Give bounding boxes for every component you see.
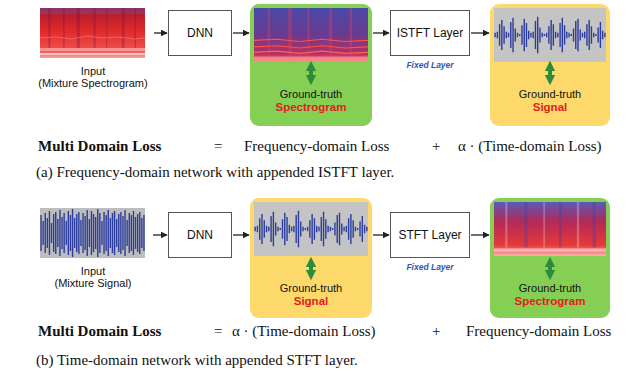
flow-arrow <box>233 234 249 235</box>
compare-arrow <box>309 262 313 275</box>
flow-arrow <box>471 32 489 33</box>
target-domain: Signal <box>533 101 568 114</box>
subfigure-caption: (b) Time-domain network with appended ST… <box>36 351 358 369</box>
flow-arrow <box>153 234 167 235</box>
layer-name: ISTFT Layer <box>397 26 463 41</box>
compare-arrow <box>548 66 552 80</box>
flow-arrow <box>471 234 489 235</box>
loss-term: α · (Time-domain Loss) <box>458 137 602 155</box>
target-domain: Spectrogram <box>515 295 586 308</box>
input-label: Input <box>81 65 105 77</box>
mixture-signal <box>40 208 145 258</box>
plus-sign: + <box>432 137 440 155</box>
estimated-signal <box>254 202 368 256</box>
target-domain: Spectrogram <box>276 101 347 114</box>
target-label: Ground-truth <box>519 88 581 101</box>
flow-arrow <box>373 234 389 235</box>
plus-sign: + <box>432 322 440 340</box>
loss-name: Multi Domain Loss <box>38 322 161 340</box>
input-label: Input <box>81 265 105 277</box>
target-label: Ground-truth <box>280 282 342 295</box>
target-domain: Signal <box>294 295 329 308</box>
network-box: DNN <box>168 10 232 56</box>
flow-arrow <box>154 32 167 33</box>
network-name: DNN <box>187 26 213 41</box>
input-type: (Mixture Signal) <box>54 277 131 289</box>
equals-sign: = <box>214 322 222 340</box>
compare-arrow <box>548 262 552 275</box>
flow-arrow <box>373 32 389 33</box>
target-label: Ground-truth <box>519 282 581 295</box>
loss-term: Frequency-domain Loss <box>244 137 389 155</box>
fixed-layer-note: Fixed Layer <box>406 262 453 272</box>
network-box: DNN <box>168 212 232 258</box>
transform-layer-box: ISTFT LayerFixed Layer <box>390 10 470 56</box>
loss-name: Multi Domain Loss <box>38 137 161 155</box>
fixed-layer-note: Fixed Layer <box>406 60 453 70</box>
subfigure-caption: (a) Frequency-domain network with append… <box>36 163 394 181</box>
compare-arrow <box>309 66 313 80</box>
input-type: (Mixture Spectrogram) <box>38 77 147 89</box>
loss-term: Frequency-domain Loss <box>466 322 611 340</box>
target-label: Ground-truth <box>280 88 342 101</box>
transform-layer-box: STFT LayerFixed Layer <box>390 212 470 258</box>
layer-name: STFT Layer <box>398 228 461 243</box>
estimated-spectrogram <box>254 8 368 62</box>
equals-sign: = <box>214 137 222 155</box>
flow-arrow <box>233 32 249 33</box>
estimated-spectrogram <box>494 202 606 256</box>
mixture-spectrogram <box>40 8 145 58</box>
network-name: DNN <box>187 228 213 243</box>
loss-term: α · (Time-domain Loss) <box>232 322 376 340</box>
estimated-signal <box>494 8 606 62</box>
